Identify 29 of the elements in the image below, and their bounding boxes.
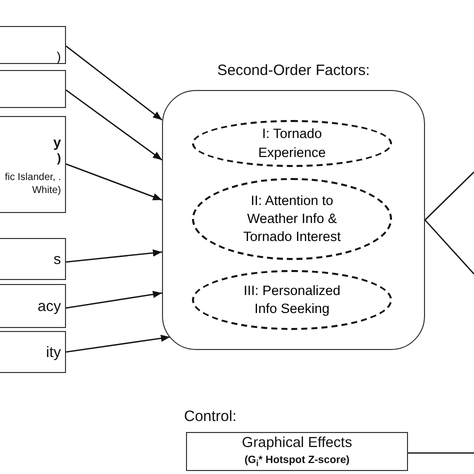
box-title: Graphical Effects [240, 435, 354, 451]
input-box [0, 284, 66, 328]
input-label: ) [57, 151, 61, 167]
input-box [0, 331, 66, 373]
section-heading: Control: [184, 408, 237, 425]
input-label: ) [56, 49, 61, 66]
connector-line [408, 452, 474, 454]
input-label: ity [46, 343, 61, 362]
section-heading: Second-Order Factors: [216, 62, 371, 79]
arrow [66, 290, 162, 309]
factor-ellipse: III: Personalized Info Seeking [192, 270, 392, 330]
factor-ellipse: II: Attention to Weather Info & Tornado Interest [192, 178, 392, 260]
factor-ellipse: I: Tornado Experience [192, 120, 392, 167]
box-subtitle: (G$_{i}$* Hotspot Z-score) [243, 454, 351, 468]
connector-line [424, 172, 474, 220]
connector-line [424, 220, 474, 274]
arrow [66, 249, 162, 263]
arrow [66, 45, 162, 121]
input-box [0, 70, 66, 108]
input-box [0, 238, 66, 280]
input-box [0, 26, 66, 64]
input-box [0, 116, 66, 213]
input-label: acy [38, 297, 61, 316]
arrow [66, 163, 162, 201]
input-label: s [54, 250, 61, 270]
input-label: fic Islander, . White) [4, 171, 61, 197]
arrow [66, 334, 170, 353]
input-label: y [53, 133, 61, 152]
arrow [66, 89, 162, 161]
